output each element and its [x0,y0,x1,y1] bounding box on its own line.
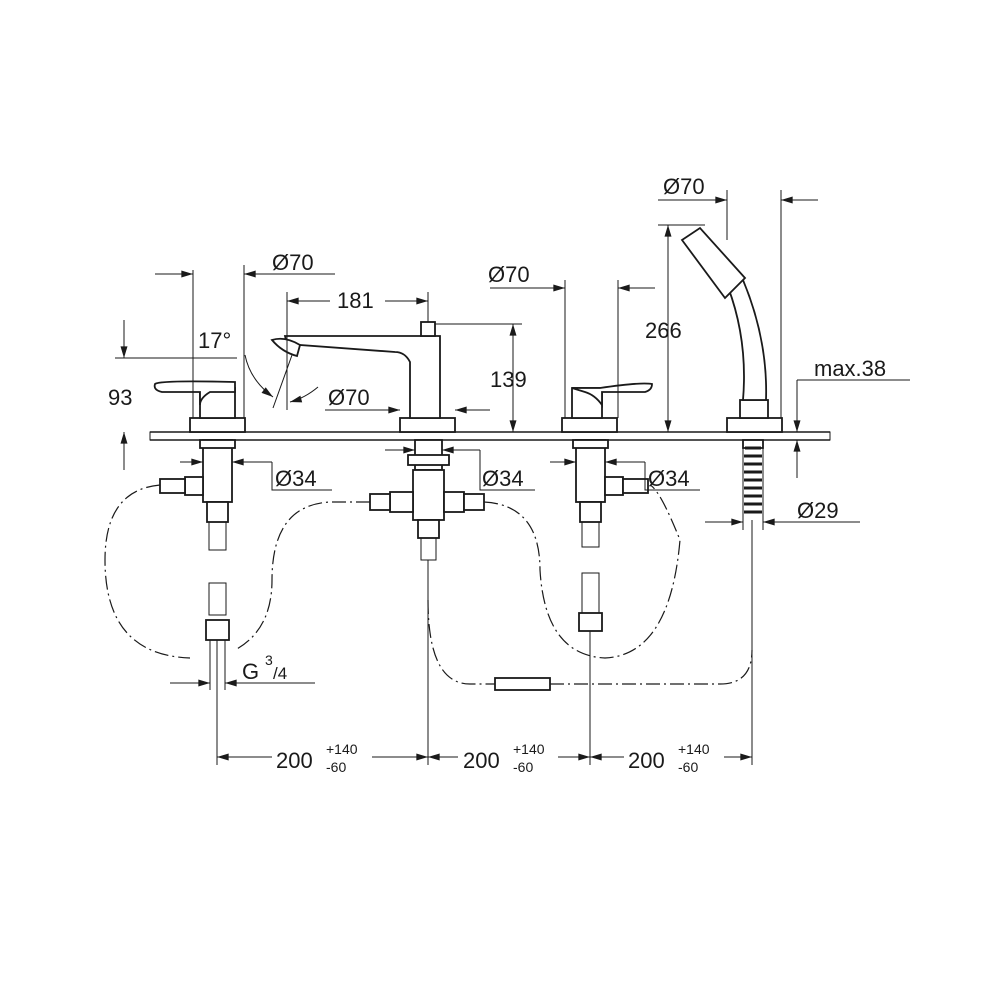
dim-shower-hole: Ø29 [797,498,839,523]
bath-spout [270,321,485,765]
dim-valve-height: 93 [108,385,132,410]
dim-spout-projection: 181 [337,288,374,313]
spacing-minus: -60 [513,759,533,775]
thread-numerator: 3 [265,652,273,668]
dim-valve-left-diameter: Ø70 [272,250,314,275]
dim-hole-right: Ø34 [648,466,690,491]
spacing-minus: -60 [678,759,698,775]
dim-valve-right-diameter: Ø70 [488,262,530,287]
hand-shower [494,226,783,765]
dimension-labels: Ø70 181 17° 93 Ø70 139 Ø70 Ø70 266 max.3… [108,174,886,775]
dim-spout-base-diameter: Ø70 [328,385,370,410]
spacing-nominal: 200 [628,748,665,773]
dim-spacing-2: 200 +140 -60 [463,741,545,775]
dim-hole-left: Ø34 [275,466,317,491]
dim-hole-center: Ø34 [482,466,524,491]
spacing-minus: -60 [326,759,346,775]
spacing-plus: +140 [513,741,545,757]
left-valve-handle [153,380,246,765]
dim-deck-thickness: max.38 [814,356,886,381]
dim-spout-height: 139 [490,367,527,392]
spacing-plus: +140 [678,741,710,757]
dim-spacing-3: 200 +140 -60 [628,741,710,775]
dim-thread: G 3 /4 [242,652,287,684]
right-valve-handle [561,382,653,765]
dim-shower-diameter: Ø70 [663,174,705,199]
deck-section [149,431,831,441]
dim-shower-height: 266 [645,318,682,343]
hose-paths [104,484,753,685]
thread-prefix: G [242,659,259,684]
dim-spacing-1: 200 +140 -60 [276,741,358,775]
spacing-plus: +140 [326,741,358,757]
spacing-nominal: 200 [276,748,313,773]
spacing-nominal: 200 [463,748,500,773]
dim-spout-angle: 17° [198,328,231,353]
thread-denominator: /4 [273,664,287,683]
